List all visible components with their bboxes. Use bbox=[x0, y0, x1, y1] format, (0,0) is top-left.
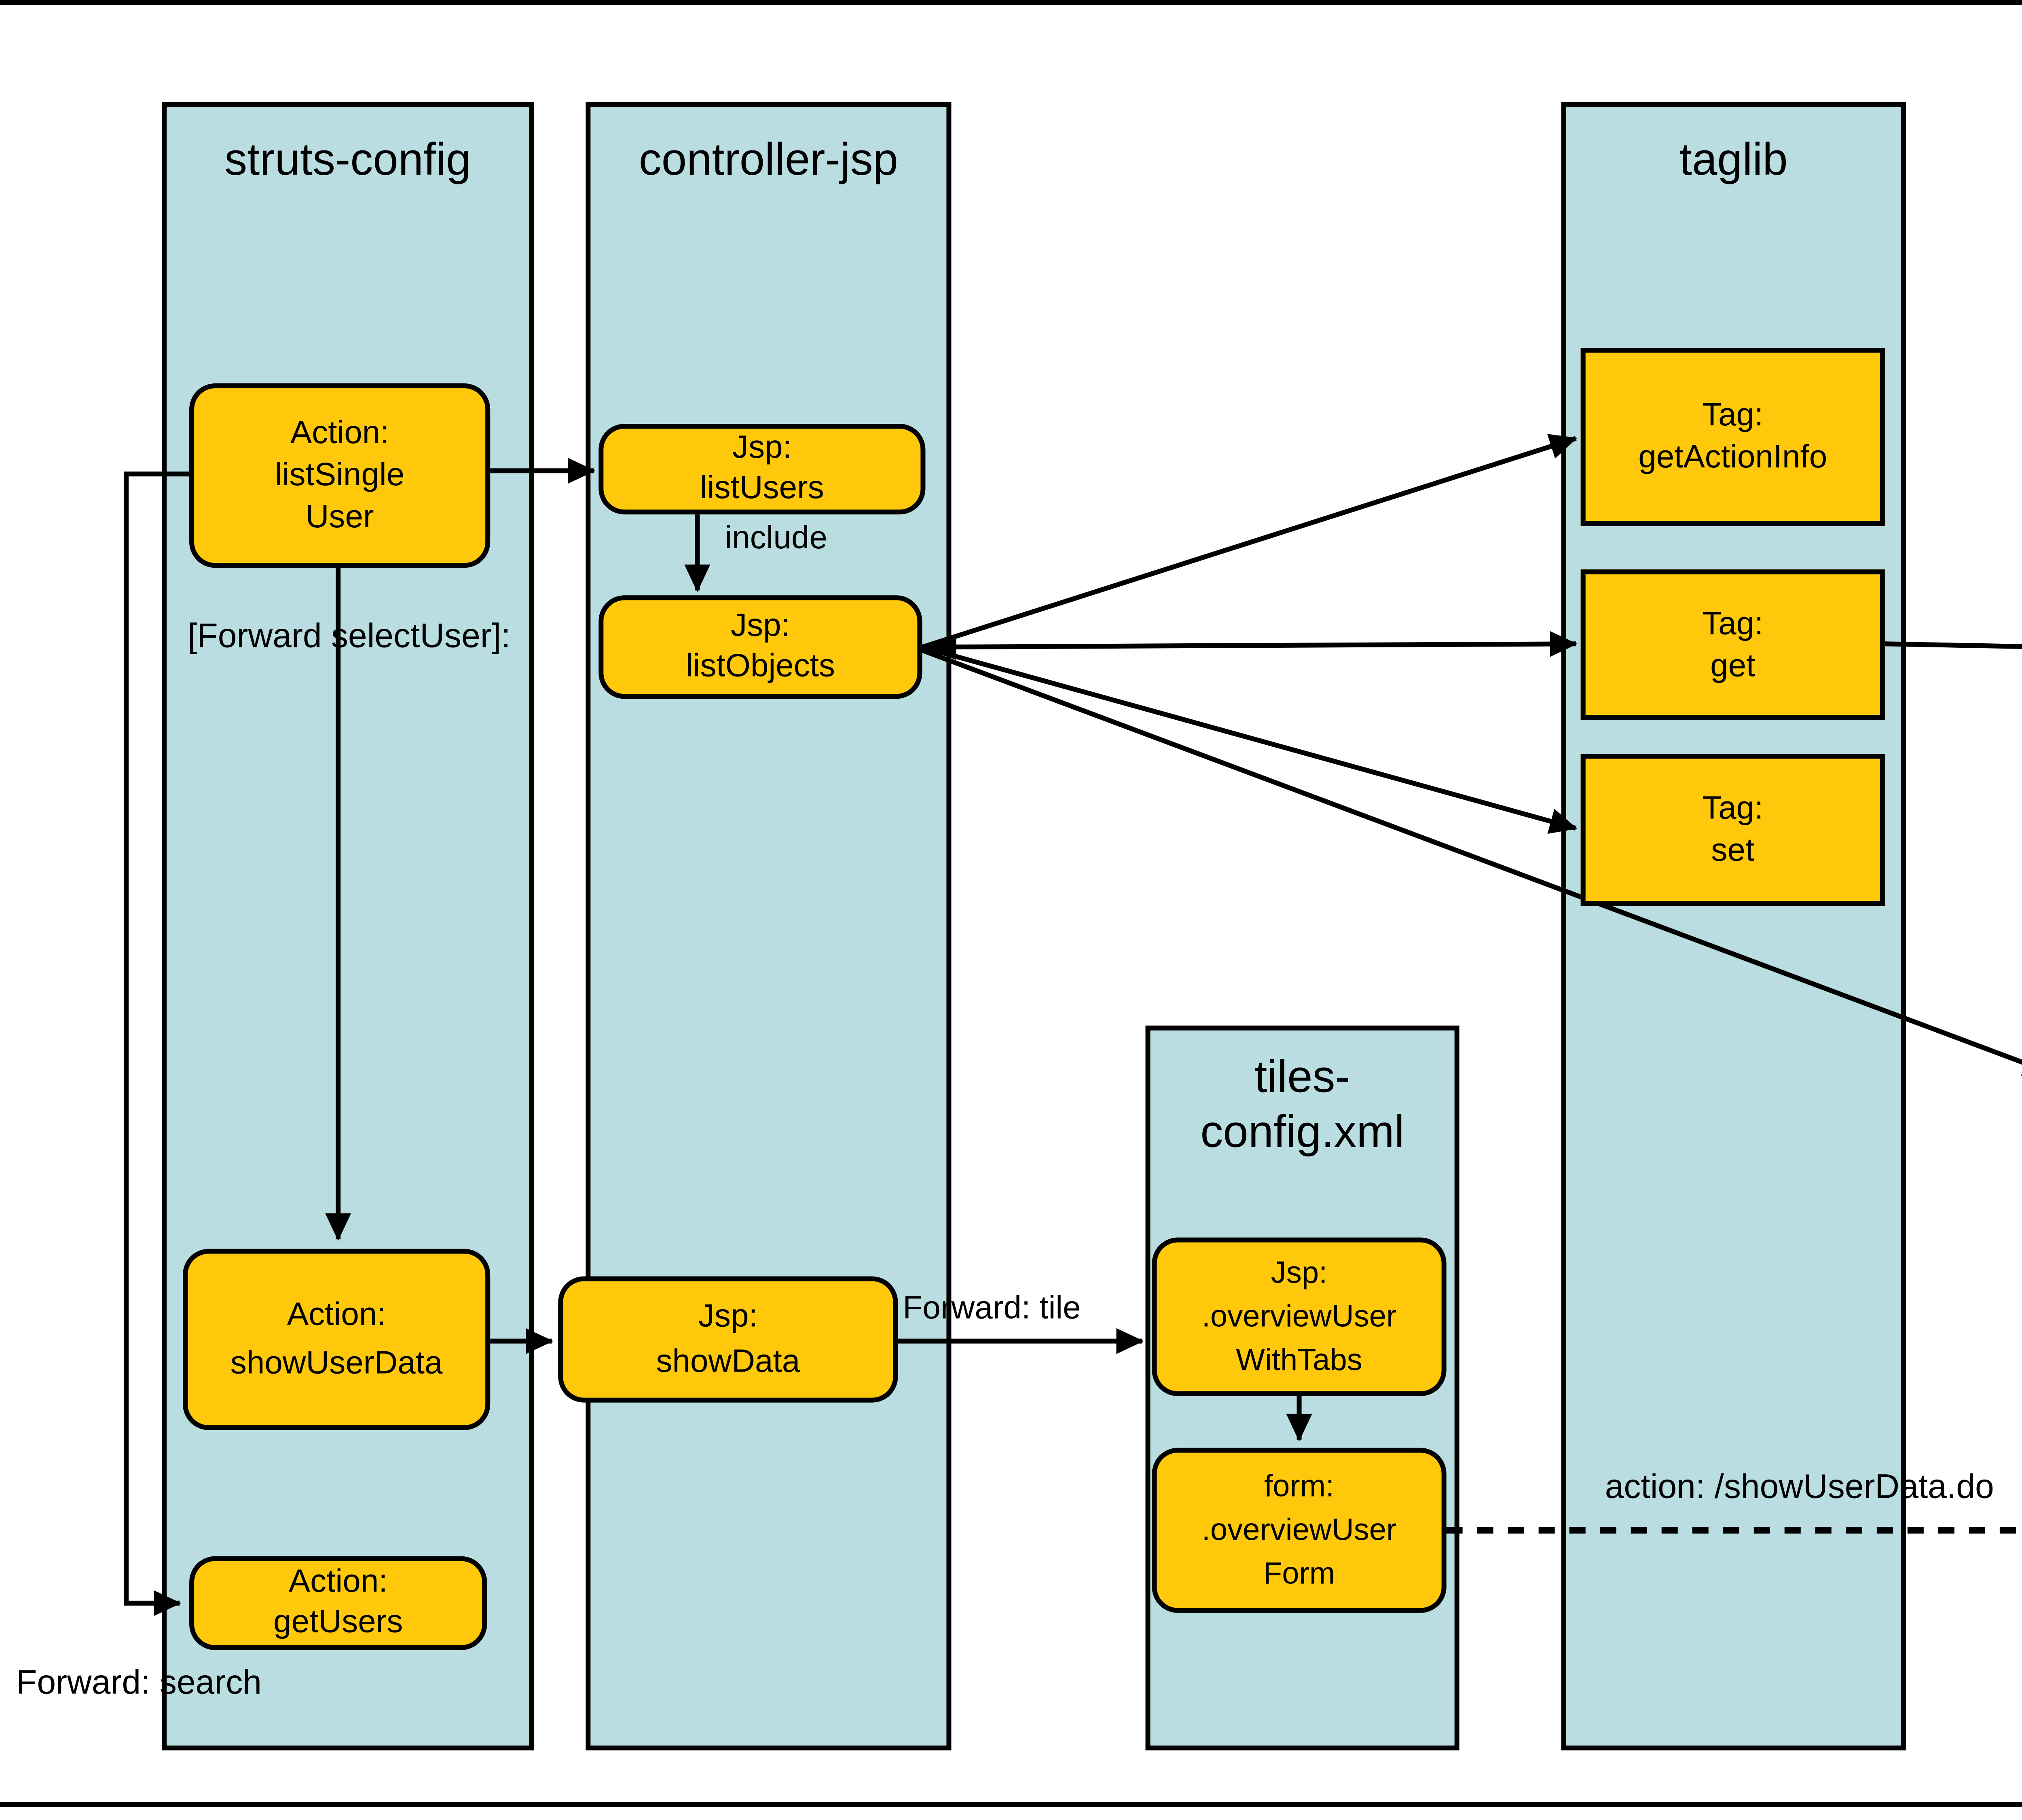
node-line: showData bbox=[656, 1344, 800, 1380]
node-line: Jsp: bbox=[730, 608, 790, 644]
node-line: User bbox=[305, 500, 374, 536]
node-line: Action: bbox=[287, 1297, 386, 1333]
node-action-getUsers: Action: getUsers bbox=[189, 1556, 487, 1650]
node-jsp-overviewUserWithTabs: Jsp: .overviewUser WithTabs bbox=[1152, 1237, 1447, 1396]
node-line: Form bbox=[1263, 1557, 1335, 1591]
lane-title-tiles-line1: tiles- bbox=[1254, 1051, 1350, 1102]
lane-struts-config: struts-config bbox=[162, 102, 534, 1750]
node-line: Jsp: bbox=[1271, 1256, 1328, 1290]
node-line: Jsp: bbox=[698, 1299, 758, 1335]
slide-bottom-border bbox=[0, 1802, 2022, 1807]
node-line: Tag: bbox=[1702, 606, 1764, 642]
edge-listObjects-to-getActionInfo bbox=[921, 434, 1578, 649]
node-line: Action: bbox=[288, 1564, 388, 1600]
lane-title-tiles-line2: config.xml bbox=[1200, 1106, 1404, 1157]
node-line: .overviewUser bbox=[1201, 1513, 1397, 1547]
lane-title-taglib: taglib bbox=[1679, 134, 1788, 185]
node-line: set bbox=[1711, 833, 1755, 869]
node-jsp-listUsers: Jsp: listUsers bbox=[599, 424, 926, 515]
edge-listObjects-to-capitalize bbox=[921, 648, 2022, 1076]
label-forward-selectUser: [Forward selectUser]: bbox=[188, 618, 511, 655]
node-action-showUserData: Action: showUserData bbox=[183, 1249, 491, 1430]
node-line: form: bbox=[1264, 1469, 1335, 1504]
node-line: listObjects bbox=[685, 649, 835, 685]
node-line: Tag: bbox=[1702, 398, 1764, 434]
edge-listObjects-to-tagGet bbox=[929, 631, 1578, 657]
edge-listObjects-to-tagSet bbox=[921, 645, 1578, 834]
node-form-overviewUserForm: form: .overviewUser Form bbox=[1152, 1448, 1447, 1613]
node-line: WithTabs bbox=[1236, 1343, 1362, 1378]
node-line: getUsers bbox=[273, 1604, 403, 1640]
node-jsp-listObjects: Jsp: listObjects bbox=[599, 595, 922, 699]
node-line: getActionInfo bbox=[1638, 440, 1827, 476]
label-forward-search: Forward: search bbox=[16, 1664, 262, 1702]
label-forward-tile: Forward: tile bbox=[903, 1291, 1081, 1327]
lane-title-controller-jsp: controller-jsp bbox=[639, 134, 898, 185]
node-line: Tag: bbox=[1702, 791, 1764, 827]
node-line: listSingle bbox=[275, 458, 405, 494]
label-include: include bbox=[725, 521, 827, 557]
node-tag-getActionInfo: Tag: getActionInfo bbox=[1580, 348, 1885, 526]
node-line: get bbox=[1710, 648, 1756, 684]
node-line: .overviewUser bbox=[1201, 1300, 1397, 1334]
edge-listSingleUser-to-getUsers bbox=[124, 471, 190, 1616]
label-action-showUserData-do: action: /showUserData.do bbox=[1605, 1469, 1994, 1506]
node-line: Jsp: bbox=[732, 430, 792, 466]
lane-title-struts-config: struts-config bbox=[224, 134, 472, 185]
lane-controller-jsp: controller-jsp bbox=[586, 102, 952, 1750]
node-tag-get: Tag: get bbox=[1580, 569, 1885, 720]
node-line: listUsers bbox=[700, 471, 824, 507]
slide-top-border bbox=[0, 0, 2022, 5]
node-jsp-showData: Jsp: showData bbox=[558, 1276, 898, 1403]
node-line: showUserData bbox=[230, 1346, 443, 1382]
node-action-listSingleUser: Action: listSingle User bbox=[189, 383, 491, 568]
edge-tagGet-to-fetchDataset bbox=[1885, 641, 2022, 649]
node-line: Action: bbox=[290, 416, 389, 452]
node-tag-set: Tag: set bbox=[1580, 754, 1885, 906]
